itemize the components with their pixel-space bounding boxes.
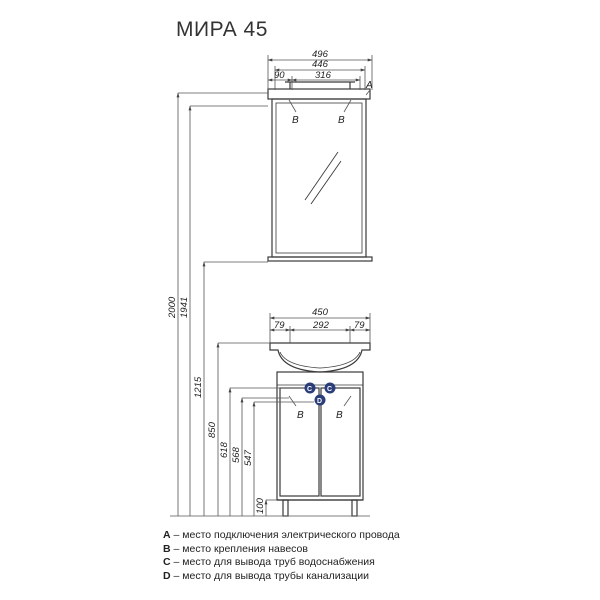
legend-row-c: C – место для вывода труб водоснабжения (163, 556, 375, 569)
marker-c-left (304, 382, 316, 394)
height-2000: 2000 (167, 296, 178, 319)
height-618: 618 (219, 441, 230, 458)
cabinet-dim-mid: 292 (312, 320, 330, 331)
mirror-frame (271, 98, 367, 258)
legend-row-b: B – место крепления навесов (163, 542, 308, 555)
mirror-unit (267, 81, 373, 262)
height-850: 850 (207, 421, 218, 438)
mirror-b-markers (288, 99, 352, 113)
marker-d-label: D (317, 398, 322, 405)
height-100: 100 (255, 497, 266, 514)
legend: A – место подключения электрического про… (163, 529, 400, 583)
mirror-dim-inner: 446 (312, 59, 329, 70)
cabinet-body (276, 371, 364, 501)
mirror-top-lamp (267, 88, 371, 100)
cabinet-dim-total: 450 (312, 307, 329, 318)
cabinet-dimensions (269, 313, 371, 343)
marker-b-right: B (338, 115, 345, 126)
height-1215: 1215 (193, 376, 204, 398)
marker-b-left: B (292, 115, 299, 126)
cabinet-door-right (320, 387, 361, 497)
cabinet-door-left (279, 387, 320, 497)
cabinet-marker-b-left: B (297, 410, 304, 421)
height-568: 568 (231, 446, 242, 463)
height-dimension-lines (170, 92, 370, 517)
marker-a-label: A (365, 80, 373, 91)
cabinet-b-markers (288, 395, 352, 407)
service-markers (304, 382, 336, 406)
marker-c-right (324, 382, 336, 394)
cabinet-dim-left: 79 (274, 320, 285, 331)
marker-c-left-label: C (307, 386, 312, 393)
mirror-dimensions (267, 55, 373, 90)
cabinet-marker-b-right: B (336, 410, 343, 421)
legend-row-d: D – место для вывода трубы канализации (163, 569, 370, 582)
page-title: МИРА 45 (176, 18, 268, 41)
cabinet-leg-right (351, 499, 358, 517)
height-1941: 1941 (179, 297, 190, 318)
marker-d (314, 394, 326, 406)
mirror-bottom-shelf (267, 256, 373, 262)
mirror-dim-total: 496 (312, 49, 329, 60)
cabinet-leg-left (282, 499, 289, 517)
mirror-dim-left: 90 (274, 70, 285, 81)
height-547: 547 (243, 449, 254, 466)
cabinet-dim-right: 79 (354, 320, 365, 331)
marker-c-right-label: C (327, 386, 332, 393)
vanity-unit (269, 342, 371, 517)
legend-row-a: A – место подключения электрического про… (163, 529, 400, 541)
mirror-dim-mid: 316 (315, 70, 332, 81)
